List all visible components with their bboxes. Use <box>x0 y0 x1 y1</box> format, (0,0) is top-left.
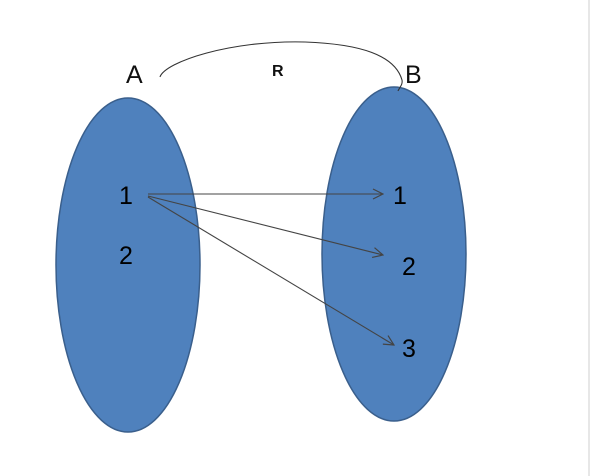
set-a-ellipse <box>55 97 201 433</box>
set-b-label: B <box>405 61 422 89</box>
mapping-arrow-1-to-2 <box>147 195 383 255</box>
set-b-element-1: 1 <box>393 182 407 210</box>
set-b-ellipse <box>321 86 467 422</box>
set-b-element-3: 3 <box>402 335 416 363</box>
relation-label: R <box>272 63 284 80</box>
set-b-element-2: 2 <box>402 253 416 281</box>
set-a-element-1: 1 <box>119 182 133 210</box>
mapping-arrow-1-to-3 <box>147 196 394 345</box>
relation-arc <box>159 41 403 92</box>
set-a-label: A <box>126 61 143 89</box>
set-a-element-2: 2 <box>119 242 133 270</box>
